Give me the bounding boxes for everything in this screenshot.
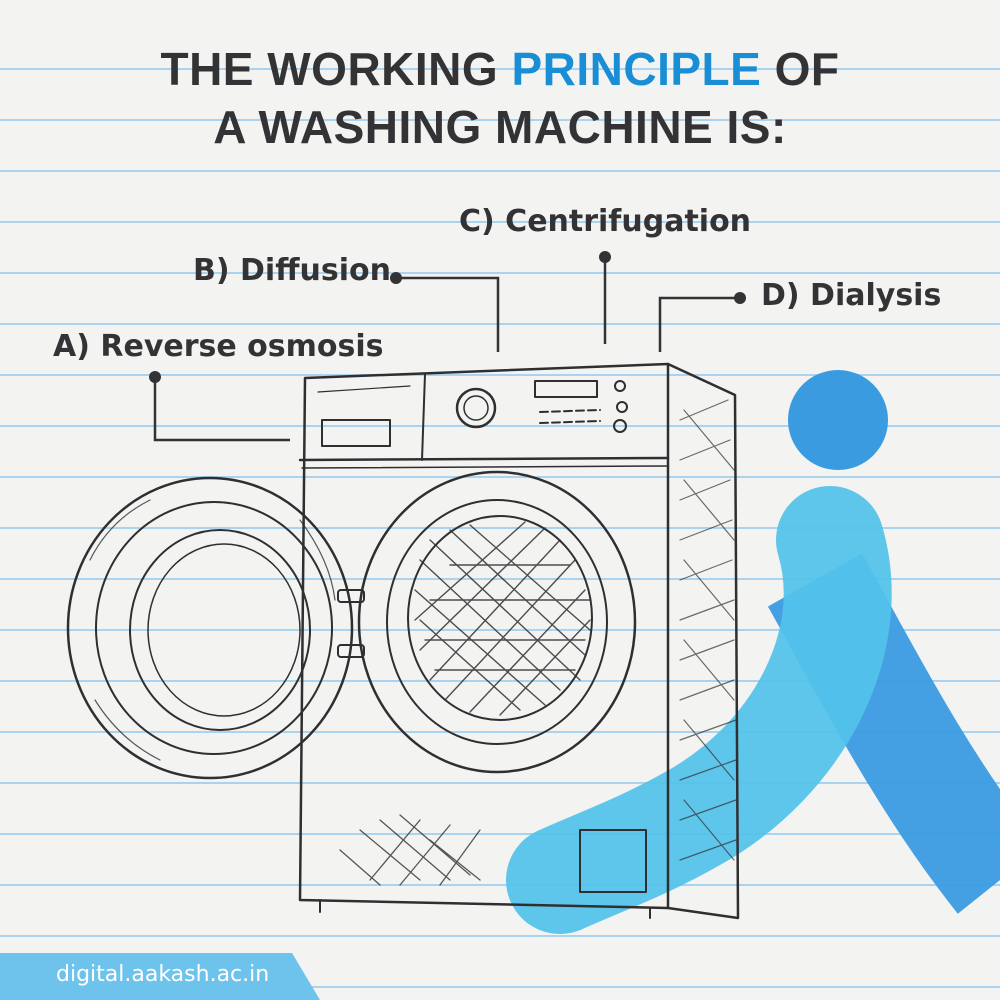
option-c: C) Centrifugation	[459, 204, 752, 239]
title-line-1: THE WORKING PRINCIPLE OF	[0, 40, 1000, 98]
leader-dot-c	[599, 251, 611, 263]
detergent-drawer	[321, 419, 391, 447]
leader-dot-d	[734, 292, 746, 304]
title-line-2: A WASHING MACHINE IS:	[213, 101, 787, 153]
option-b: B) Diffusion	[193, 253, 391, 288]
filter-door	[579, 829, 647, 893]
logo-left-stroke	[506, 486, 892, 934]
footer-bar	[0, 953, 320, 1000]
machine-side	[666, 362, 740, 920]
leader-dot-a	[149, 371, 161, 383]
title-text: OF	[761, 43, 840, 95]
open-door	[66, 476, 354, 780]
leader-line-b	[396, 276, 500, 352]
title-accent-word: PRINCIPLE	[511, 43, 762, 95]
title-text: THE WORKING	[160, 43, 512, 95]
footer-url[interactable]: digital.aakash.ac.in	[56, 962, 270, 987]
display-panel	[534, 380, 598, 398]
leader-line-d	[658, 296, 740, 352]
option-d: D) Dialysis	[761, 278, 942, 313]
leader-line-a	[153, 377, 290, 442]
leader-dot-b	[390, 272, 402, 284]
logo-dot	[788, 370, 888, 470]
option-a: A) Reverse osmosis	[53, 329, 384, 364]
drum-hatching	[414, 521, 591, 716]
porthole-outer	[357, 470, 637, 774]
control-knob	[455, 387, 497, 429]
question-title: THE WORKING PRINCIPLE OF A WASHING MACHI…	[0, 40, 1000, 156]
